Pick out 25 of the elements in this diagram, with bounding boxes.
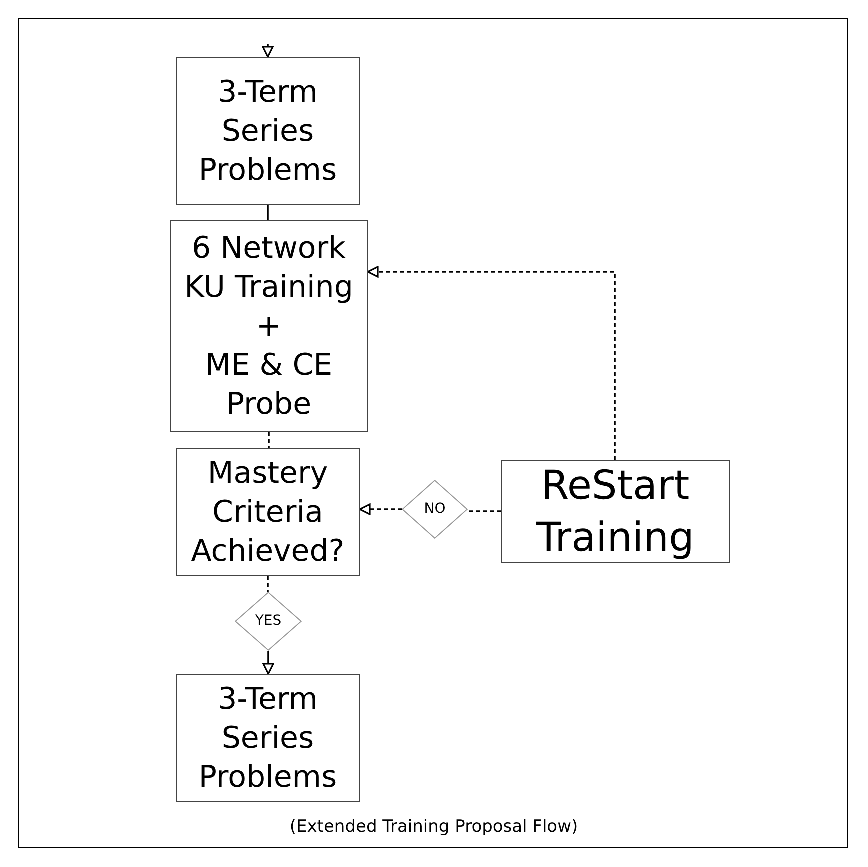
process-box — [176, 57, 360, 205]
arrow — [262, 651, 274, 675]
box-text: ReStart Training — [536, 462, 696, 562]
decision-diamond — [235, 592, 302, 651]
arrow — [359, 504, 402, 516]
caption-text: (Extended Training Proposal Flow) — [288, 817, 580, 837]
box-text: ME & CE Probe — [204, 346, 334, 424]
decision-diamond — [402, 480, 468, 539]
box-text: 6 Network KU Training — [184, 230, 354, 306]
process-box — [501, 460, 730, 563]
arrow — [262, 44, 274, 58]
connector-line — [268, 432, 270, 448]
decision-label: NO — [424, 500, 446, 519]
connector-line — [267, 576, 269, 592]
connector-line — [468, 510, 501, 512]
connector-line — [267, 205, 269, 220]
process-box — [176, 674, 360, 802]
box-text: 3-Term Series Problems — [198, 74, 338, 190]
box-text: + — [255, 308, 283, 346]
box-text: 3-Term Series Problems — [198, 680, 338, 796]
process-box — [170, 220, 368, 432]
decision-label: YES — [255, 612, 282, 631]
box-text: Mastery Criteria Achieved? — [190, 454, 346, 570]
process-box — [176, 448, 360, 576]
arrow — [367, 266, 616, 460]
